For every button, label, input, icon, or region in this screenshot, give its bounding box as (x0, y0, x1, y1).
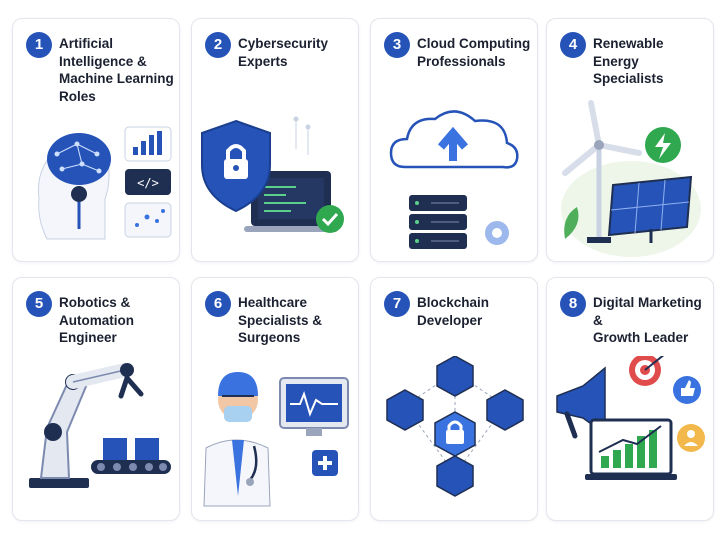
card-robotics: 5 Robotics & Automation Engineer (12, 277, 180, 521)
doctor-icon (203, 372, 349, 507)
card-blockchain: 7 Blockchain Developer (370, 277, 538, 521)
card-title: Cloud Computing Professionals (417, 36, 531, 69)
card-title: Artificial Intelligence & Machine Learni… (59, 36, 174, 104)
card-ai-ml: 1 Artificial Intelligence & Machine Lear… (12, 18, 180, 262)
cloud-server-icon (389, 110, 519, 249)
card-healthcare: 6 Healthcare Specialists & Surgeons (191, 277, 359, 521)
card-renewable-energy: 4 Renewable Energy Specialists (546, 18, 714, 262)
card-cybersecurity: 2 Cybersecurity Experts (191, 18, 359, 262)
card-number-badge: 8 (560, 291, 586, 317)
card-number-badge: 2 (205, 32, 231, 58)
card-number-badge: 1 (26, 32, 52, 58)
card-title: Robotics & Automation Engineer (59, 295, 134, 345)
card-number-badge: 6 (205, 291, 231, 317)
robot-arm-icon (29, 363, 171, 488)
wind-solar-icon (561, 100, 701, 257)
marketing-icon (556, 356, 705, 480)
card-title: Healthcare Specialists & Surgeons (238, 295, 323, 345)
card-title: Digital Marketing & Growth Leader (593, 295, 702, 345)
security-shield-icon (201, 116, 344, 233)
card-title: Cybersecurity Experts (238, 36, 329, 69)
ai-brain-icon: </> (37, 126, 172, 240)
blockchain-icon (386, 356, 524, 497)
card-number-badge: 4 (560, 32, 586, 58)
card-title: Renewable Energy Specialists (593, 36, 664, 86)
card-number-badge: 3 (384, 32, 410, 58)
card-number-badge: 7 (384, 291, 410, 317)
card-number-badge: 5 (26, 291, 52, 317)
card-cloud-computing: 3 Cloud Computing Professionals (370, 18, 538, 262)
card-title: Blockchain Developer (417, 295, 490, 328)
svg-text:</>: </> (137, 176, 159, 190)
card-digital-marketing: 8 Digital Marketing & Growth Leader (546, 277, 714, 521)
